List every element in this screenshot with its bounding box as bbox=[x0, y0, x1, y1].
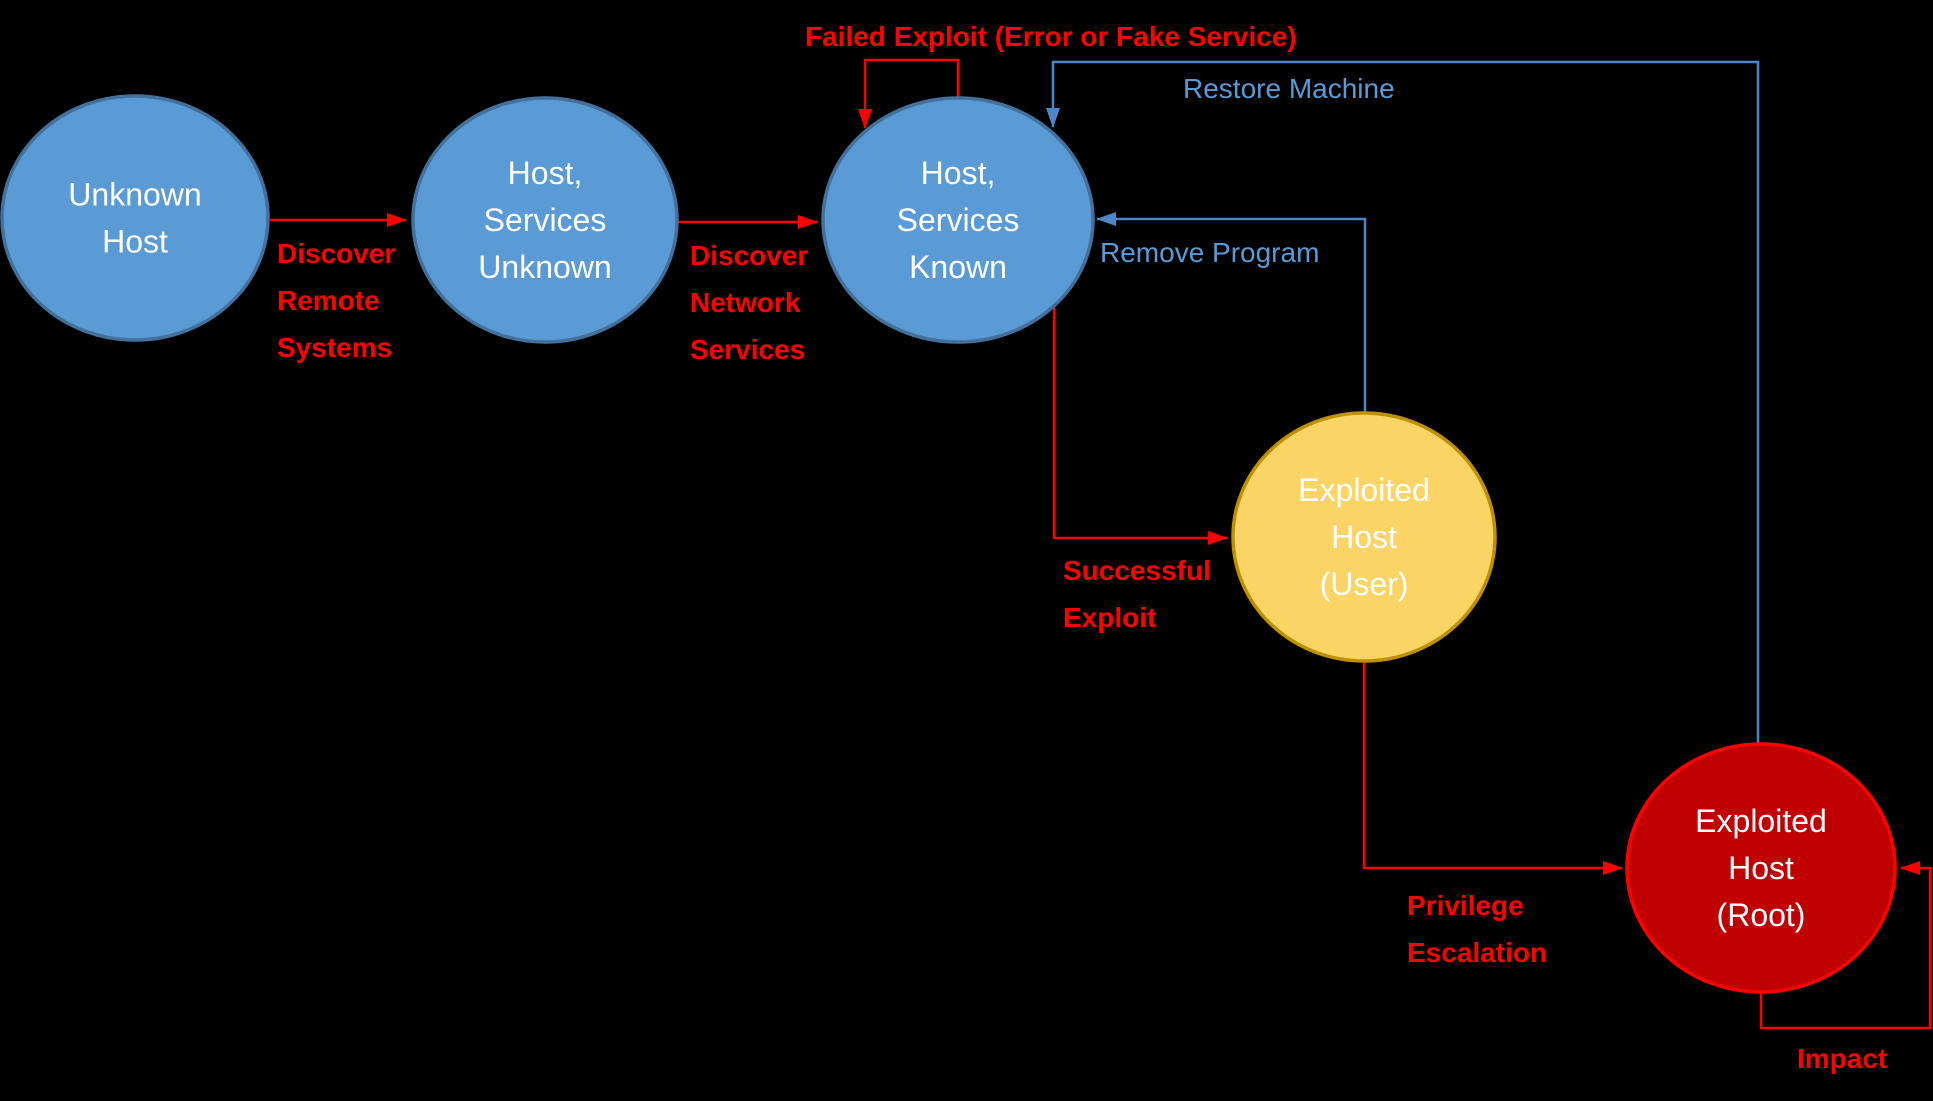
restore-machine-label: Restore Machine bbox=[1183, 73, 1395, 104]
node-shape-exploited-host-root bbox=[1625, 742, 1897, 994]
successful-exploit-arrow bbox=[1052, 306, 1228, 545]
restore-machine-arrow bbox=[1046, 60, 1760, 744]
impact-label: Impact bbox=[1797, 1043, 1887, 1074]
node-shape-exploited-host-user bbox=[1231, 411, 1497, 663]
failed-exploit-loop-arrow bbox=[858, 58, 960, 129]
impact-loop-arrow bbox=[1759, 861, 1932, 1030]
privilege-escalation-arrow bbox=[1362, 661, 1623, 875]
remove-program-arrow bbox=[1096, 212, 1367, 413]
node-shape-unknown-host bbox=[0, 94, 270, 342]
remove-program-label: Remove Program bbox=[1100, 237, 1319, 268]
node-shape-host-services-unknown bbox=[411, 96, 679, 344]
node-shape-host-services-known bbox=[821, 96, 1095, 344]
failed-exploit-label: Failed Exploit (Error or Fake Service) bbox=[805, 21, 1297, 52]
